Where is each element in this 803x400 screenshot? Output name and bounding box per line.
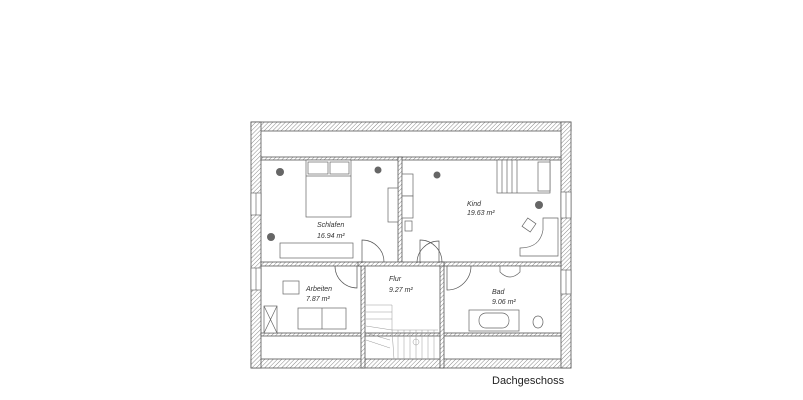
room-area-arbeiten: 7.87 m²: [306, 296, 330, 303]
room-name-arbeiten: Arbeiten: [305, 286, 332, 293]
bad-furniture: [468, 265, 544, 332]
interior-walls: [260, 156, 562, 369]
desk-chair: [521, 217, 537, 233]
toilet: [532, 315, 544, 329]
room-area-kind: 19.63 m²: [467, 210, 495, 217]
room-name-bad: Bad: [492, 289, 506, 296]
windows: [250, 191, 572, 295]
kind-furniture: [401, 159, 559, 257]
plants: [267, 166, 543, 241]
desk: [519, 217, 559, 257]
room-area-schlafen: 16.94 m²: [317, 233, 345, 240]
floor-title: Dachgeschoss: [492, 375, 565, 387]
room-name-kind: Kind: [467, 201, 482, 208]
arbeiten-furniture: [263, 280, 347, 334]
staircase: [365, 304, 438, 360]
sink: [499, 265, 521, 278]
office-chair: [282, 280, 300, 295]
outer-walls: [250, 121, 572, 369]
schlafen-furniture: [279, 159, 399, 259]
knee-walls: [260, 156, 562, 337]
doors: [334, 239, 472, 291]
room-area-flur: 9.27 m²: [389, 287, 413, 294]
room-area-bad: 9.06 m²: [492, 299, 516, 306]
room-labels: Schlafen 16.94 m² Kind 19.63 m² Arbeiten…: [305, 201, 516, 306]
wardrobe: [279, 242, 354, 259]
bathtub: [478, 312, 510, 329]
sideboard: [387, 187, 399, 223]
room-name-flur: Flur: [389, 276, 402, 283]
room-name-schlafen: Schlafen: [317, 222, 344, 229]
